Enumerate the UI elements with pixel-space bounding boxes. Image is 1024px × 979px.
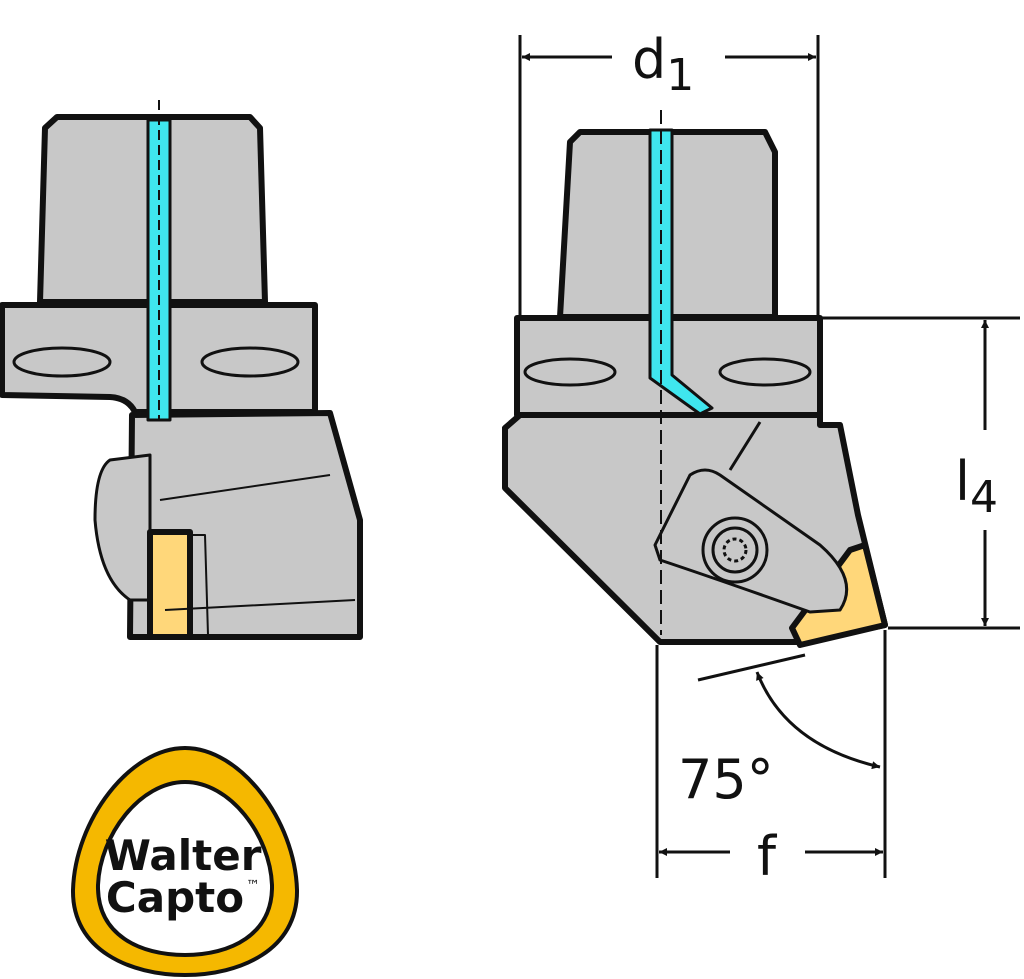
side-insert [147, 529, 193, 640]
logo-tm: ™ [246, 878, 260, 894]
dim-angle: 75° [678, 748, 774, 811]
dimension-lines [518, 35, 1020, 878]
side-slot-right [200, 346, 300, 378]
front-view [502, 110, 888, 648]
side-clamp [93, 453, 152, 602]
front-coolant-channel [648, 128, 714, 416]
dim-d1: d1 [632, 28, 694, 101]
logo-line2: Capto [106, 873, 244, 922]
dim-l4: l4 [955, 450, 998, 523]
walter-capto-logo: Walter Capto ™ [70, 745, 300, 978]
side-view [0, 100, 363, 640]
dim-f: f [757, 825, 778, 888]
logo-line1: Walter [105, 831, 262, 880]
side-slot-left [12, 346, 112, 378]
